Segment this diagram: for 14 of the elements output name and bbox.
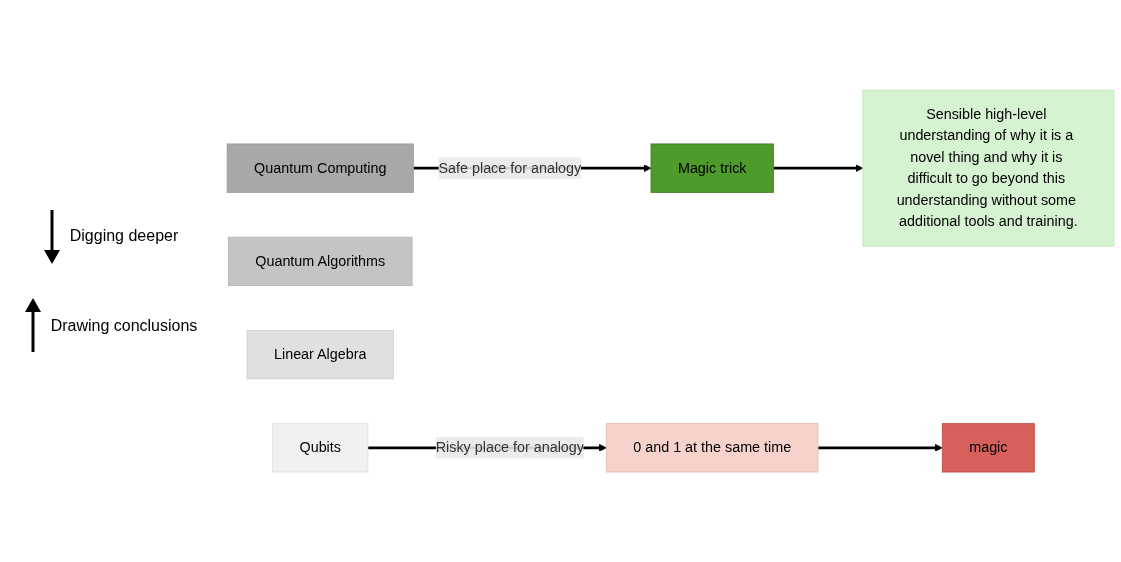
node-box: 0 and 1 at the same time — [605, 423, 819, 473]
edge-label: Risky place for analogy — [435, 439, 584, 455]
node-box: Quantum Algorithms — [227, 236, 413, 286]
node-box: Sensible high-level understanding of why it is a novel thing and why it is difficult to go beyond this understanding without some additional tools and training. — [862, 89, 1115, 247]
node-box: Magic trick — [650, 143, 774, 193]
node-box: Qubits — [272, 423, 369, 473]
edge-label: Safe place for analogy — [438, 159, 582, 176]
node-box: Quantum Computing — [226, 143, 414, 193]
node-box: magic — [941, 423, 1035, 473]
direction-label: Digging deeper — [69, 227, 179, 245]
arrow — [818, 443, 943, 452]
direction-label: Drawing conclusions — [50, 317, 198, 335]
node-box: Linear Algebra — [246, 329, 394, 380]
arrow — [773, 164, 864, 172]
